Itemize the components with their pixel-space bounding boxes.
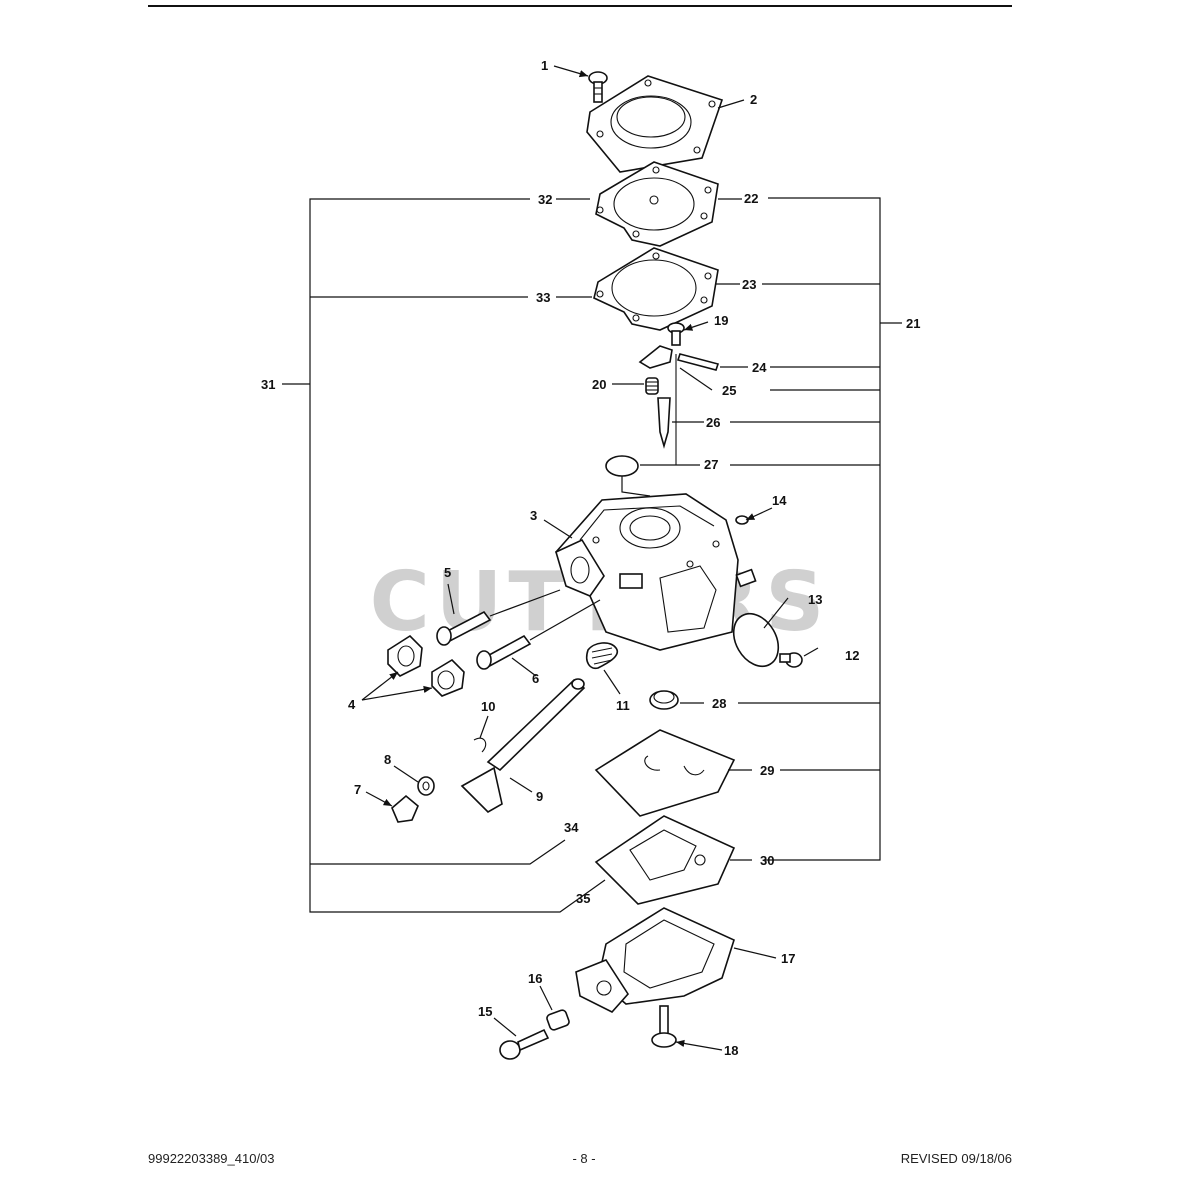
callout-6: 6 xyxy=(532,671,539,686)
callout-31: 31 xyxy=(261,377,275,392)
callout-19: 19 xyxy=(714,313,728,328)
footer-page-number: - 8 - xyxy=(572,1151,596,1166)
carburetor-body xyxy=(555,493,739,651)
nozzle-spring xyxy=(546,1009,570,1031)
callout-22: 22 xyxy=(744,191,758,206)
throttle-shaft xyxy=(460,678,586,813)
callout-labels: 1 2 3 4 5 6 7 8 9 10 11 12 13 14 15 16 1… xyxy=(261,58,920,1058)
callout-9: 9 xyxy=(536,789,543,804)
cover-screw xyxy=(588,71,608,103)
metering-cover xyxy=(575,907,735,1013)
callout-18: 18 xyxy=(724,1043,738,1058)
callout-1: 1 xyxy=(541,58,548,73)
welch-plug xyxy=(605,455,651,497)
filter-screen xyxy=(732,612,780,668)
callout-23: 23 xyxy=(742,277,756,292)
cover-screw-side xyxy=(499,1028,550,1060)
callout-2: 2 xyxy=(750,92,757,107)
callout-34: 34 xyxy=(564,820,579,835)
filter-screw xyxy=(779,652,803,668)
lever-spring xyxy=(645,377,659,395)
metering-diaphragm xyxy=(594,729,736,817)
callout-12: 12 xyxy=(845,648,859,663)
callout-10: 10 xyxy=(481,699,495,714)
adjusting-screw-low xyxy=(436,589,561,646)
metering-gasket xyxy=(594,815,736,905)
pump-cover xyxy=(586,75,724,173)
cover-screw-bottom xyxy=(651,1005,677,1048)
top-rule xyxy=(148,5,1012,7)
callout-16: 16 xyxy=(528,971,542,986)
footer-doc-number: 99922203389_410/03 xyxy=(148,1151,275,1166)
inlet-needle xyxy=(657,397,671,449)
callout-7: 7 xyxy=(354,782,361,797)
limiter-cap-b xyxy=(431,658,465,697)
pump-diaphragm xyxy=(595,161,719,247)
adjusting-screw-high xyxy=(476,599,601,670)
shaft-washer xyxy=(417,776,435,796)
callout-15: 15 xyxy=(478,1004,492,1019)
metering-lever xyxy=(638,345,677,465)
callout-35: 35 xyxy=(576,891,590,906)
callout-20: 20 xyxy=(592,377,606,392)
callout-14: 14 xyxy=(772,493,787,508)
kit-31-bracket xyxy=(282,198,606,913)
shaft-clip xyxy=(473,737,487,753)
callout-13: 13 xyxy=(808,592,822,607)
throttle-spring xyxy=(585,642,619,670)
fuel-inlet-nipple xyxy=(735,515,757,588)
callout-17: 17 xyxy=(781,951,795,966)
callout-5: 5 xyxy=(444,565,451,580)
callout-32: 32 xyxy=(538,192,552,207)
callout-25: 25 xyxy=(722,383,736,398)
callout-26: 26 xyxy=(706,415,720,430)
callout-leaders xyxy=(361,65,819,1051)
callout-24: 24 xyxy=(752,360,767,375)
footer-revised-date: REVISED 09/18/06 xyxy=(900,1151,1012,1166)
fuel-cap-screen xyxy=(649,690,679,710)
callout-21: 21 xyxy=(906,316,920,331)
callout-3: 3 xyxy=(530,508,537,523)
limiter-cap-a xyxy=(387,634,423,677)
callout-28: 28 xyxy=(712,696,726,711)
shaft-bushing xyxy=(391,794,419,823)
callout-27: 27 xyxy=(704,457,718,472)
kit-21-bracket xyxy=(730,197,902,861)
lever-screw xyxy=(667,322,685,346)
callout-8: 8 xyxy=(384,752,391,767)
callout-11: 11 xyxy=(616,698,630,713)
callout-33: 33 xyxy=(536,290,550,305)
pump-gasket xyxy=(593,247,719,331)
callout-4: 4 xyxy=(348,697,356,712)
callout-30: 30 xyxy=(760,853,774,868)
callout-29: 29 xyxy=(760,763,774,778)
lever-pin xyxy=(676,353,720,371)
